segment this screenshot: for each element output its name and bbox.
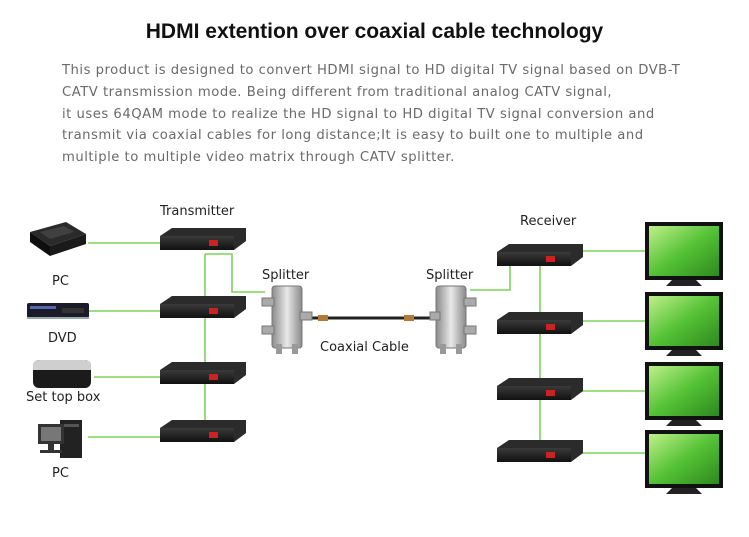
desktop-pc-icon xyxy=(38,420,82,458)
transmitter-unit xyxy=(160,228,246,250)
description: This product is designed to convert HDMI… xyxy=(62,60,722,169)
transmitter-unit xyxy=(160,420,246,442)
splitter-left-label: Splitter xyxy=(262,268,310,283)
coaxial-cable-label: Coaxial Cable xyxy=(320,340,409,355)
description-line: This product is designed to convert HDMI… xyxy=(62,63,681,78)
transmitter-label: Transmitter xyxy=(160,204,235,219)
receiver-unit xyxy=(497,440,583,462)
page-title: HDMI extention over coaxial cable techno… xyxy=(145,20,604,43)
transmitter-unit xyxy=(160,296,246,318)
receiver-unit xyxy=(497,378,583,400)
tv-screen-icon xyxy=(645,222,723,286)
set-top-box-icon xyxy=(33,360,91,388)
description-line: multiple to multiple video matrix throug… xyxy=(62,150,455,166)
source-label: PC xyxy=(52,274,69,289)
description-line: CATV transmission mode. Being different … xyxy=(62,84,613,100)
receiver-links xyxy=(470,250,645,454)
source-label: Set top box xyxy=(26,390,101,405)
coaxial-cable xyxy=(300,315,432,321)
tv-screen-icon xyxy=(645,430,723,494)
description-line: it uses 64QAM mode to realize the HD sig… xyxy=(62,106,655,122)
ps3-console-icon xyxy=(30,222,86,256)
splitter-right-icon xyxy=(429,285,477,354)
splitter-right-label: Splitter xyxy=(426,268,474,283)
tv-screen-icon xyxy=(645,362,723,426)
dvd-player-icon xyxy=(27,303,89,319)
source-label: PC xyxy=(52,466,69,481)
transmitter-unit xyxy=(160,362,246,384)
transmitter-links xyxy=(88,242,265,438)
receiver-label: Receiver xyxy=(520,214,577,229)
receiver-unit xyxy=(497,312,583,334)
source-label: DVD xyxy=(48,331,77,346)
description-line: transmit via coaxial cables for long dis… xyxy=(62,128,644,144)
splitter-left-icon xyxy=(261,285,313,354)
receiver-unit xyxy=(497,244,583,266)
tv-screen-icon xyxy=(645,292,723,356)
